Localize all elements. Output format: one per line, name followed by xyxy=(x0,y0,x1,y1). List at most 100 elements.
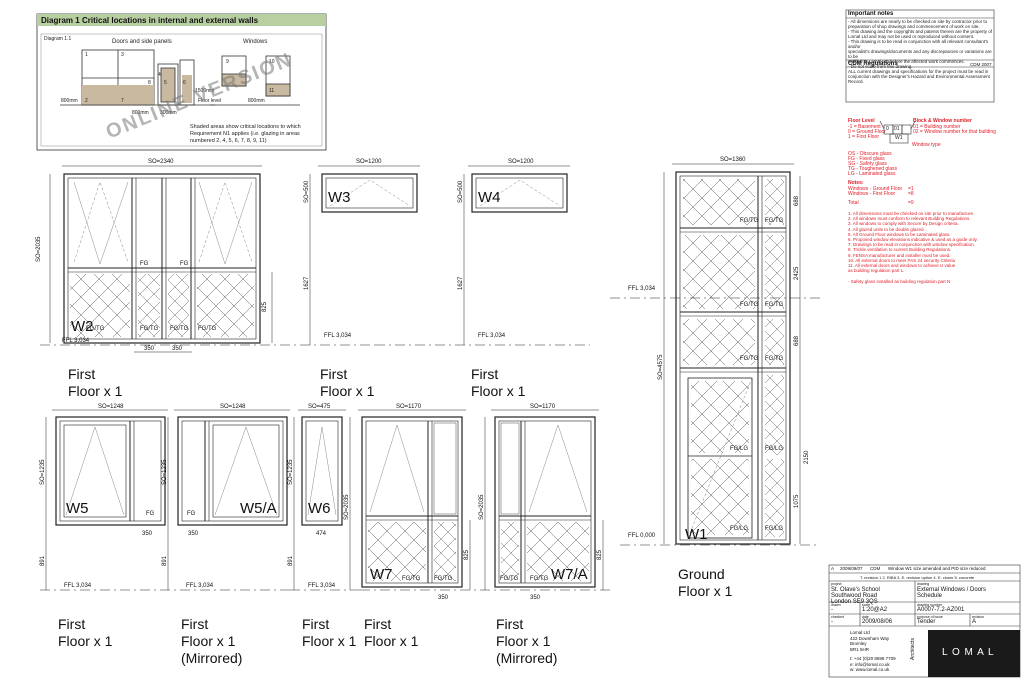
glass-line-5: LG - Laminated glass xyxy=(848,171,896,177)
project-line: London SE9 3QS xyxy=(831,599,878,605)
panel-number-11: 11 xyxy=(269,88,275,94)
note-line: 11. All external doors and windows to ac… xyxy=(848,263,956,269)
w7-height-dim: SO=2035 xyxy=(344,494,350,520)
w6-width-dim: SO=475 xyxy=(308,404,331,410)
caption-line: First xyxy=(181,616,209,632)
lomal-logo: L O M A L xyxy=(942,647,995,658)
number-label: drawing number xyxy=(917,603,943,607)
stage-row: T. revision 1 2. RIBA 3. E. revision opt… xyxy=(860,575,975,580)
key-box-block: 01 xyxy=(894,126,900,132)
w7a-dim-825: 825 xyxy=(597,549,603,560)
scale-label: scale xyxy=(862,603,871,607)
count-value-total: =9 xyxy=(908,200,914,206)
caption-line: Floor x 1 xyxy=(364,633,419,649)
caption-line: First xyxy=(302,616,330,632)
w1-tag-10: FG/LG xyxy=(765,526,784,532)
note-line: - Safety glass installed as building reg… xyxy=(848,279,951,285)
w3-sill-dim: 1627 xyxy=(304,276,310,290)
w1-tag-2: FG/TG xyxy=(765,218,784,224)
company-line: 422 Downham Way xyxy=(850,635,890,641)
company-line: Lomal Ltd xyxy=(850,630,870,635)
w5-label: W5 xyxy=(66,500,89,517)
glass-line-2: FG - Fixed glass xyxy=(848,156,885,162)
status-value: Tender xyxy=(917,619,936,625)
window-w7 xyxy=(349,409,610,591)
w1-dim-688a: 688 xyxy=(794,195,800,206)
w4-width-dim: SO=1200 xyxy=(508,159,534,165)
w1-tag-6: FG/TG xyxy=(765,356,784,362)
important-note-line: - This drawing is to be read in conjunct… xyxy=(848,39,989,49)
key-box-floor: 0 xyxy=(886,126,889,132)
w1-tag-7: FG/LG xyxy=(730,446,749,452)
diagram-dim-1: 800mm xyxy=(61,98,78,104)
title-block-frame xyxy=(828,564,1021,678)
w3-width-dim: SO=1200 xyxy=(356,159,382,165)
w5-ffl: FFL 3,034 xyxy=(64,583,92,589)
w7a-width-dim: SO=1170 xyxy=(530,404,556,410)
important-notes-box xyxy=(845,9,995,103)
w6-dim-474: 474 xyxy=(316,531,327,537)
w3-label: W3 xyxy=(328,189,351,206)
key-box-window: W1 xyxy=(895,135,903,141)
contact-line: t: +44 (0)20 8698 7709 xyxy=(850,656,896,661)
w5a-dim-350: 350 xyxy=(188,531,199,537)
revision-by: CDM xyxy=(870,566,881,571)
checked-label: checked xyxy=(831,615,845,619)
w2-fg-2: FG xyxy=(180,261,189,267)
diagram-dim-2: 1500mm xyxy=(195,88,215,94)
w2-pane-tag-3: FG/TG xyxy=(170,326,189,332)
w5a-ffl: FFL 3,034 xyxy=(186,583,214,589)
w2-ffl-ref: FFL 3,034 xyxy=(628,286,656,292)
caption-w1: Ground Floor x 1 xyxy=(678,566,732,600)
w2-dim-350b: 350 xyxy=(172,346,183,352)
caption-w5: First Floor x 1 xyxy=(58,616,112,650)
diagram-dim-4: 800mm xyxy=(132,110,149,116)
project-label: project xyxy=(831,582,842,586)
w5-dim-350: 350 xyxy=(142,531,153,537)
diagram-subtitle: Diagram 1.1 xyxy=(44,36,72,42)
w7-tag-2: FG/TG xyxy=(434,576,453,582)
panel-number-5: 5 xyxy=(164,80,167,86)
w2-pane-tag-2: FG/TG xyxy=(140,326,159,332)
project-lines: St. Olave's School Southwood Road London… xyxy=(831,587,880,605)
note-line: 3. All windows to comply with Secure by … xyxy=(848,221,959,227)
caption-line: (Mirrored) xyxy=(496,650,558,666)
important-notes-title: Important notes xyxy=(848,11,894,17)
number-value: A0007-7.2-AZ001 xyxy=(917,607,965,613)
note-line: as building regulation part L. xyxy=(848,268,905,274)
caption-line: Floor x 1 xyxy=(496,633,551,649)
caption-line: First xyxy=(58,616,86,632)
w5-fg: FG xyxy=(146,511,155,517)
numbered-notes: 1. All dimensions must be checked on sit… xyxy=(848,211,1018,285)
drawn-label: drawn xyxy=(831,603,841,607)
caption-w6: First Floor x 1 xyxy=(302,616,356,650)
floor-level-1: -1 = Basement xyxy=(848,124,881,130)
w7-width-dim: SO=1170 xyxy=(396,404,422,410)
w5a-fg: FG xyxy=(187,511,196,517)
w7-tag-1: FG/TG xyxy=(402,576,421,582)
window-w1 xyxy=(610,163,820,546)
revision-letter: A xyxy=(831,566,835,571)
w1-dim-1075: 1075 xyxy=(794,494,800,508)
company-line: BR1 5HR xyxy=(850,646,870,652)
important-note-line: - Do not scale from this drawing. xyxy=(848,64,913,69)
caption-w5a: First Floor x 1 (Mirrored) xyxy=(181,616,242,667)
w1-ffl: FFL 0,000 xyxy=(628,533,656,539)
cdm-code: CDM 2007 xyxy=(970,62,992,67)
panel-number-9: 9 xyxy=(226,59,229,65)
w2-dim-350a: 350 xyxy=(144,346,155,352)
w1-tag-3: FG/TG xyxy=(740,302,759,308)
w2-label: W2 xyxy=(71,318,94,335)
count-label-total: Total xyxy=(848,200,859,206)
w7a-dim-350: 350 xyxy=(530,595,541,601)
w3-ffl: FFL 3,034 xyxy=(324,333,352,339)
important-note-line: specialist's drawings/documents and any … xyxy=(848,49,992,59)
caption-w7: First Floor x 1 xyxy=(364,616,418,650)
diagram-title: Critical locations in internal and exter… xyxy=(82,16,259,25)
note-line: 1. All dimensions must be checked on sit… xyxy=(848,211,975,216)
w5a-label: W5/A xyxy=(240,500,277,517)
important-notes-list: - All dimensions are nearly to be checke… xyxy=(848,19,992,69)
w6-sill-dim: 891 xyxy=(288,555,294,566)
caption-line: Floor x 1 xyxy=(181,633,236,649)
